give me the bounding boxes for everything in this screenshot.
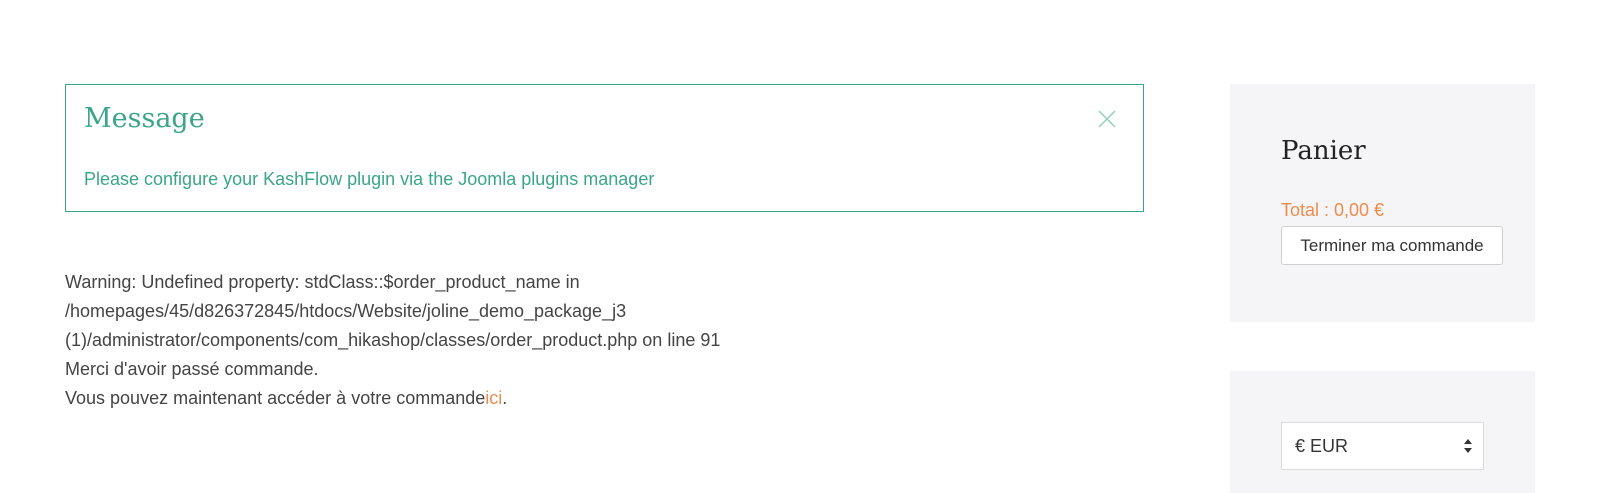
cart-module: Panier Total : 0,00 € Terminer ma comman… <box>1230 84 1535 322</box>
order-access-end: . <box>502 388 508 408</box>
select-arrows-icon <box>1463 438 1473 454</box>
cart-title: Panier <box>1281 136 1366 166</box>
thank-you-line: Merci d'avoir passé commande. <box>65 359 319 379</box>
checkout-button[interactable]: Terminer ma commande <box>1281 226 1503 265</box>
order-access-line: Vous pouvez maintenant accéder à votre c… <box>65 384 1125 413</box>
cart-total: Total : 0,00 € <box>1281 200 1385 220</box>
currency-module: € EUR <box>1230 371 1535 493</box>
currency-select[interactable]: € EUR <box>1281 422 1484 470</box>
warning-line-2: /homepages/45/d826372845/htdocs/Website/… <box>65 301 627 321</box>
order-link[interactable]: ici <box>485 388 503 408</box>
message-alert: Message Please configure your KashFlow p… <box>65 84 1144 212</box>
order-confirmation-text: Warning: Undefined property: stdClass::$… <box>65 268 1125 413</box>
currency-selected-value: € EUR <box>1295 436 1349 456</box>
warning-line-3: (1)/administrator/components/com_hikasho… <box>65 330 721 350</box>
alert-message: Please configure your KashFlow plugin vi… <box>84 169 655 189</box>
order-access-text: Vous pouvez maintenant accéder à votre c… <box>65 388 486 408</box>
alert-title: Message <box>84 103 205 134</box>
warning-line-1: Warning: Undefined property: stdClass::$… <box>65 272 580 292</box>
close-icon[interactable] <box>1097 109 1117 129</box>
